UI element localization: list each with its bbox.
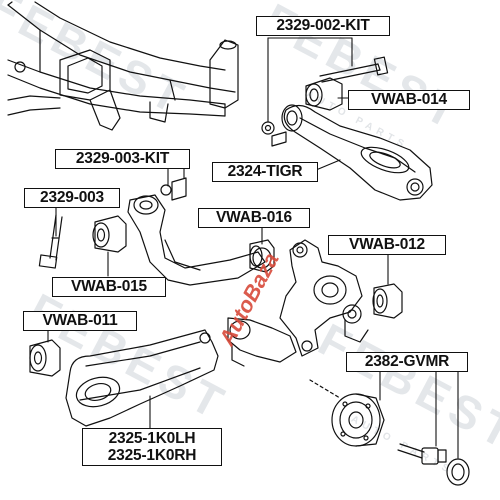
label-2324-tigr[interactable]: 2324-TIGR [212, 162, 318, 182]
bushing-vwab-015 [92, 215, 127, 253]
label-vwab-015[interactable]: VWAB-015 [52, 277, 166, 297]
bushing-vwab-014 [305, 77, 343, 111]
wheel-hub-drawing [309, 379, 385, 447]
bushing-vwab-011 [29, 339, 61, 377]
knuckle-drawing [279, 239, 369, 357]
label-vwab-012[interactable]: VWAB-012 [328, 235, 446, 255]
leader-lines [47, 37, 459, 459]
label-vwab-011[interactable]: VWAB-011 [23, 311, 137, 331]
bolt-2329-003 [38, 214, 63, 269]
hub-bolt-drawing [397, 443, 447, 465]
label-2329-003[interactable]: 2329-003 [24, 188, 120, 208]
label-2329-002-kit[interactable]: 2329-002-KIT [256, 16, 390, 36]
subframe-drawing [7, 1, 239, 131]
label-2382-gvmr[interactable]: 2382-GVMR [346, 352, 468, 372]
lower-spring-arm-drawing [65, 329, 219, 427]
label-2329-003-kit[interactable]: 2329-003-KIT [55, 149, 190, 169]
label-2325-1k0lh: 2325-1K0LH [108, 430, 196, 447]
trailing-link-drawing [227, 317, 297, 367]
label-vwab-016[interactable]: VWAB-016 [198, 208, 310, 228]
bushing-vwab-012 [372, 283, 403, 319]
bolt-kit-upper [261, 56, 389, 147]
label-vwab-014[interactable]: VWAB-014 [348, 90, 470, 110]
label-2325-1k0rh: 2325-1K0RH [107, 447, 197, 464]
upper-control-arm-drawing [281, 104, 433, 201]
label-2325-1k0lh-rh[interactable]: 2325-1K0LH 2325-1K0RH [82, 428, 222, 466]
dust-cap-drawing [446, 458, 470, 486]
bushing-vwab-016 [249, 239, 275, 273]
